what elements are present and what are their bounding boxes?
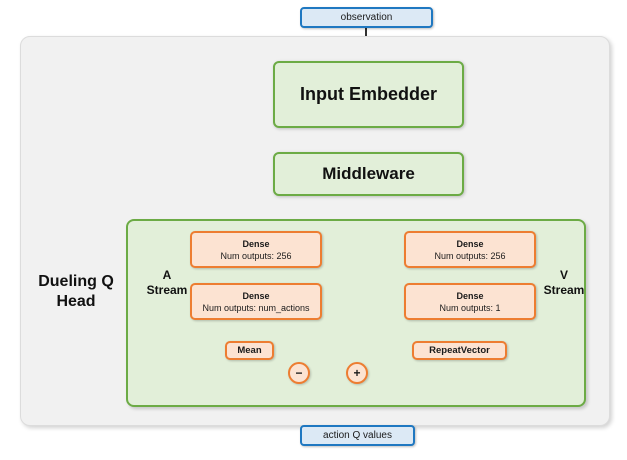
v-stream-label-line1: V: [559, 268, 568, 282]
mean-label: Mean: [237, 345, 262, 356]
v-stream-label-line2: Stream: [543, 283, 585, 297]
a-stream-dense-num-actions-subtitle: Num outputs: num_actions: [202, 302, 310, 313]
a-stream-dense-256-node[interactable]: Dense Num outputs: 256: [190, 231, 322, 268]
observation-label: observation: [340, 12, 393, 23]
v-stream-dense-256-title: Dense: [456, 238, 484, 249]
dueling-q-head-label: Dueling Q Head: [26, 272, 126, 312]
v-stream-label: V Stream: [534, 268, 594, 298]
v-stream-dense-256-node[interactable]: Dense Num outputs: 256: [404, 231, 536, 268]
action-q-values-label: action Q values: [323, 430, 392, 441]
dueling-q-head-label-line2: Head: [56, 293, 96, 310]
a-stream-label-line1: A: [162, 268, 172, 282]
a-stream-dense-256-subtitle: Num outputs: 256: [220, 250, 292, 261]
repeatvector-label: RepeatVector: [429, 345, 490, 356]
action-q-values-node[interactable]: action Q values: [300, 425, 415, 446]
v-stream-dense-1-node[interactable]: Dense Num outputs: 1: [404, 283, 536, 320]
v-stream-dense-1-subtitle: Num outputs: 1: [439, 302, 501, 313]
input-embedder-node[interactable]: Input Embedder: [273, 61, 464, 128]
a-stream-dense-num-actions-node[interactable]: Dense Num outputs: num_actions: [190, 283, 322, 320]
v-stream-dense-256-subtitle: Num outputs: 256: [434, 250, 506, 261]
v-stream-dense-1-title: Dense: [456, 290, 484, 301]
add-operator-symbol: +: [353, 366, 361, 380]
subtract-operator[interactable]: −: [288, 362, 310, 384]
middleware-node[interactable]: Middleware: [273, 152, 464, 196]
a-stream-label-line2: Stream: [146, 283, 188, 297]
observation-node[interactable]: observation: [300, 7, 433, 28]
a-stream-dense-256-title: Dense: [242, 238, 270, 249]
add-operator[interactable]: +: [346, 362, 368, 384]
dueling-q-head-label-line1: Dueling Q: [38, 273, 114, 290]
a-stream-label: A Stream: [140, 268, 194, 298]
repeatvector-node[interactable]: RepeatVector: [412, 341, 507, 360]
middleware-label: Middleware: [322, 164, 415, 183]
mean-node[interactable]: Mean: [225, 341, 274, 360]
input-embedder-label: Input Embedder: [299, 84, 437, 104]
subtract-operator-symbol: −: [295, 366, 303, 380]
a-stream-dense-num-actions-title: Dense: [242, 290, 270, 301]
